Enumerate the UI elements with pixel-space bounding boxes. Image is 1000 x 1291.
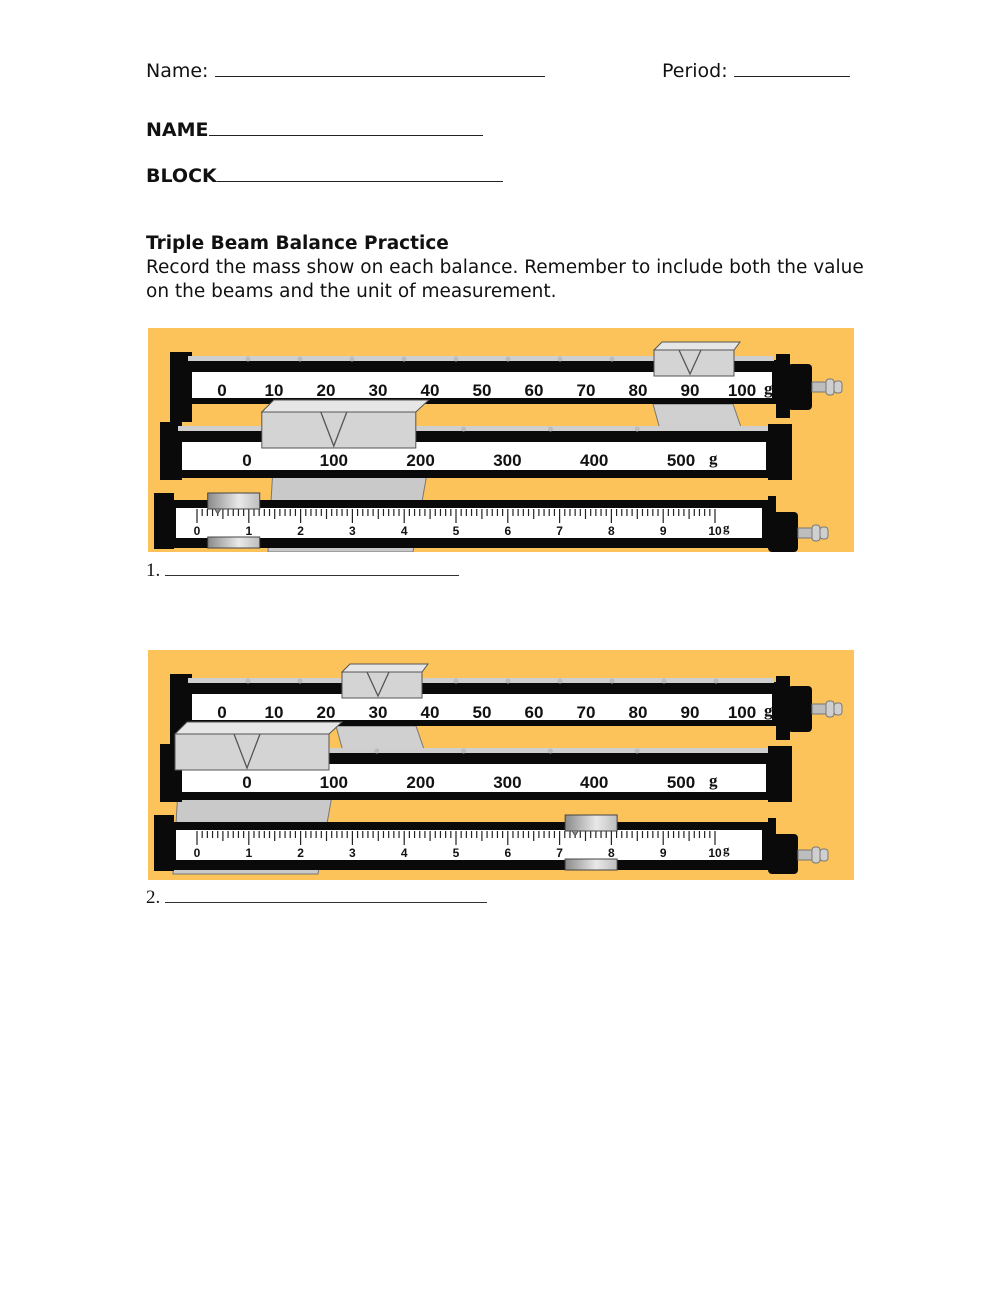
svg-text:g: g bbox=[764, 379, 773, 398]
svg-text:70: 70 bbox=[577, 703, 596, 722]
svg-text:70: 70 bbox=[577, 381, 596, 400]
svg-text:1: 1 bbox=[245, 846, 252, 860]
svg-text:30: 30 bbox=[369, 381, 388, 400]
svg-text:1: 1 bbox=[245, 524, 252, 538]
svg-text:3: 3 bbox=[349, 846, 356, 860]
svg-text:60: 60 bbox=[525, 703, 544, 722]
period-field: Period: bbox=[662, 58, 850, 82]
svg-text:50: 50 bbox=[473, 381, 492, 400]
svg-text:30: 30 bbox=[369, 703, 388, 722]
name-label: Name: bbox=[146, 60, 209, 82]
svg-text:40: 40 bbox=[421, 703, 440, 722]
svg-text:0: 0 bbox=[217, 381, 226, 400]
svg-text:0: 0 bbox=[242, 773, 251, 792]
svg-text:6: 6 bbox=[504, 524, 511, 538]
svg-text:4: 4 bbox=[401, 524, 408, 538]
answer-2-number: 2. bbox=[146, 887, 161, 908]
bottom-rider[interactable] bbox=[564, 814, 618, 871]
svg-text:400: 400 bbox=[580, 451, 608, 470]
svg-text:200: 200 bbox=[406, 773, 434, 792]
answer-1-number: 1. bbox=[146, 560, 161, 581]
svg-text:10: 10 bbox=[265, 381, 284, 400]
svg-text:100: 100 bbox=[320, 773, 348, 792]
svg-text:0: 0 bbox=[217, 703, 226, 722]
svg-text:500: 500 bbox=[667, 451, 695, 470]
svg-text:200: 200 bbox=[406, 451, 434, 470]
svg-text:10: 10 bbox=[708, 846, 722, 860]
svg-text:9: 9 bbox=[660, 846, 667, 860]
svg-text:20: 20 bbox=[317, 381, 336, 400]
svg-text:7: 7 bbox=[556, 524, 563, 538]
svg-text:5: 5 bbox=[453, 846, 460, 860]
svg-text:2: 2 bbox=[297, 524, 304, 538]
svg-text:5: 5 bbox=[453, 524, 460, 538]
period-blank[interactable] bbox=[733, 58, 850, 77]
answer-1-blank[interactable] bbox=[165, 559, 459, 576]
svg-text:8: 8 bbox=[608, 846, 615, 860]
top-rider[interactable] bbox=[340, 663, 429, 699]
svg-text:4: 4 bbox=[401, 846, 408, 860]
svg-text:50: 50 bbox=[473, 703, 492, 722]
section-title: Triple Beam Balance Practice bbox=[146, 233, 449, 254]
svg-text:g: g bbox=[764, 701, 773, 720]
name-field: Name: bbox=[146, 58, 545, 82]
svg-text:300: 300 bbox=[493, 773, 521, 792]
top-rider[interactable] bbox=[652, 341, 741, 377]
block-field: BLOCK bbox=[146, 163, 503, 187]
svg-text:9: 9 bbox=[660, 524, 667, 538]
svg-text:60: 60 bbox=[525, 381, 544, 400]
svg-text:3: 3 bbox=[349, 524, 356, 538]
svg-text:g: g bbox=[723, 842, 730, 857]
svg-text:20: 20 bbox=[317, 703, 336, 722]
svg-text:0: 0 bbox=[194, 846, 201, 860]
svg-text:0: 0 bbox=[242, 451, 251, 470]
period-label: Period: bbox=[662, 60, 728, 82]
svg-text:100: 100 bbox=[320, 451, 348, 470]
answer-1: 1. bbox=[146, 559, 459, 582]
svg-text:100: 100 bbox=[728, 381, 756, 400]
svg-text:40: 40 bbox=[421, 381, 440, 400]
svg-text:80: 80 bbox=[629, 703, 648, 722]
middle-rider[interactable] bbox=[173, 721, 344, 771]
svg-text:7: 7 bbox=[556, 846, 563, 860]
svg-text:10: 10 bbox=[265, 703, 284, 722]
svg-text:100: 100 bbox=[728, 703, 756, 722]
bottom-rider[interactable] bbox=[207, 492, 261, 549]
svg-text:500: 500 bbox=[667, 773, 695, 792]
svg-text:90: 90 bbox=[681, 703, 700, 722]
svg-text:90: 90 bbox=[681, 381, 700, 400]
name-blank[interactable] bbox=[214, 58, 545, 77]
name2-blank[interactable] bbox=[208, 117, 483, 136]
svg-text:g: g bbox=[709, 771, 718, 790]
svg-text:g: g bbox=[709, 449, 718, 468]
svg-text:g: g bbox=[723, 520, 730, 535]
middle-rider[interactable] bbox=[260, 399, 431, 449]
instructions: Record the mass show on each balance. Re… bbox=[146, 257, 864, 302]
block-blank[interactable] bbox=[216, 163, 503, 182]
svg-text:300: 300 bbox=[493, 451, 521, 470]
svg-text:80: 80 bbox=[629, 381, 648, 400]
name2-field: NAME bbox=[146, 117, 483, 141]
svg-text:10: 10 bbox=[708, 524, 722, 538]
svg-text:2: 2 bbox=[297, 846, 304, 860]
block-label: BLOCK bbox=[146, 165, 217, 187]
answer-2: 2. bbox=[146, 886, 487, 909]
name2-label: NAME bbox=[146, 119, 209, 141]
answer-2-blank[interactable] bbox=[165, 886, 487, 903]
svg-text:400: 400 bbox=[580, 773, 608, 792]
svg-text:6: 6 bbox=[504, 846, 511, 860]
svg-text:8: 8 bbox=[608, 524, 615, 538]
svg-text:0: 0 bbox=[194, 524, 201, 538]
